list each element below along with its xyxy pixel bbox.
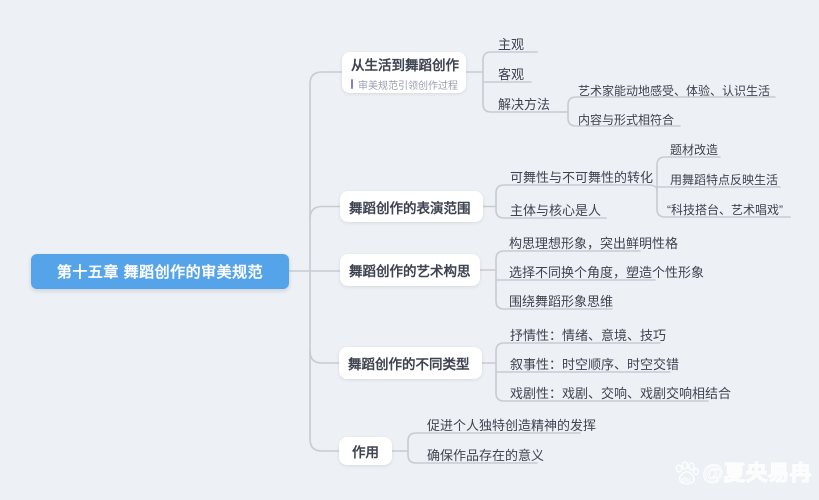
watermark-text: @夏央易冉	[702, 461, 812, 485]
subtopic-5-2[interactable]: 确保作品存在的意义	[427, 448, 545, 463]
branch-topic-2[interactable]: 舞蹈创作的表演范围	[340, 191, 483, 222]
subtopic-1-2[interactable]: 客观	[498, 67, 525, 82]
subtopic-2-1[interactable]: 可舞性与不可舞性的转化	[510, 170, 654, 185]
svg-text:du: du	[681, 475, 691, 484]
subtopic-3-3[interactable]: 围绕舞蹈形象思维	[509, 294, 614, 309]
branch-1-title: 从生活到舞蹈创作	[351, 57, 459, 73]
subtopic-2-1-2[interactable]: 用舞蹈特点反映生活	[670, 173, 779, 187]
branch-topic-5[interactable]: 作用	[339, 437, 392, 465]
subtopic-2-2[interactable]: 主体与核心是人	[510, 203, 602, 218]
branch-3-title: 舞蹈创作的艺术构思	[349, 264, 471, 279]
branch-topic-3[interactable]: 舞蹈创作的艺术构思	[340, 254, 480, 286]
branch-5-title: 作用	[352, 445, 379, 460]
subtopic-2-1-1[interactable]: 题材改造	[670, 143, 719, 157]
subtopic-1-1[interactable]: 主观	[498, 37, 525, 52]
subtopic-4-2[interactable]: 叙事性：时空顺序、时空交错	[510, 357, 680, 372]
root-topic[interactable]: 第十五章 舞蹈创作的审美规范	[31, 254, 289, 289]
subtopic-1-3-1[interactable]: 艺术家能动地感受、体验、认识生活	[578, 84, 771, 98]
subtopic-1-3[interactable]: 解决方法	[498, 97, 551, 112]
note-bar-icon	[351, 79, 353, 89]
watermark: du @夏央易冉	[673, 457, 812, 487]
branch-1-note: 审美规范引领创作过程	[351, 77, 458, 92]
branch-1-note-text: 审美规范引领创作过程	[358, 80, 458, 92]
subtopic-4-3[interactable]: 戏剧性：戏剧、交响、戏剧交响相结合	[510, 386, 732, 401]
subtopic-4-1[interactable]: 抒情性：情绪、意境、技巧	[510, 328, 667, 343]
baidu-paw-icon: du	[675, 460, 699, 484]
branch-topic-1[interactable]: 从生活到舞蹈创作 审美规范引领创作过程	[342, 52, 466, 93]
subtopic-2-1-3[interactable]: “科技搭台、艺术唱戏”	[667, 203, 783, 217]
subtopic-3-1[interactable]: 构思理想形象，突出鲜明性格	[509, 236, 679, 251]
subtopic-3-2[interactable]: 选择不同换个角度，塑造个性形象	[509, 265, 705, 280]
branch-2-title: 舞蹈创作的表演范围	[349, 200, 471, 216]
branch-topic-4[interactable]: 舞蹈创作的不同类型	[339, 347, 482, 379]
branch-4-title: 舞蹈创作的不同类型	[348, 357, 470, 372]
subtopic-5-1[interactable]: 促进个人独特创造精神的发挥	[427, 418, 597, 433]
subtopic-1-3-2[interactable]: 内容与形式相符合	[578, 113, 675, 127]
